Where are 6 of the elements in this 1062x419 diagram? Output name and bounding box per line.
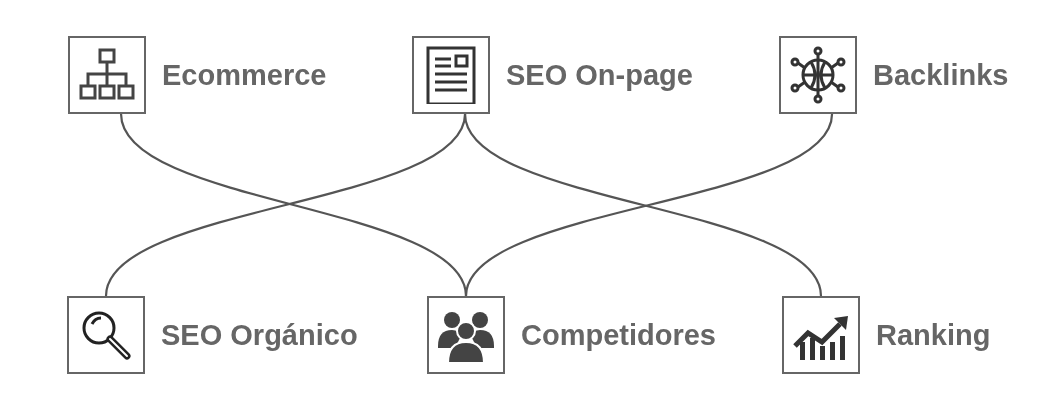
node-label: Backlinks	[873, 58, 1009, 92]
node-label: Ecommerce	[162, 58, 327, 92]
node-label: SEO On-page	[506, 58, 693, 92]
node-label: Competidores	[521, 318, 716, 352]
node-label: Ranking	[876, 318, 991, 352]
node-label: SEO Orgánico	[161, 318, 358, 352]
